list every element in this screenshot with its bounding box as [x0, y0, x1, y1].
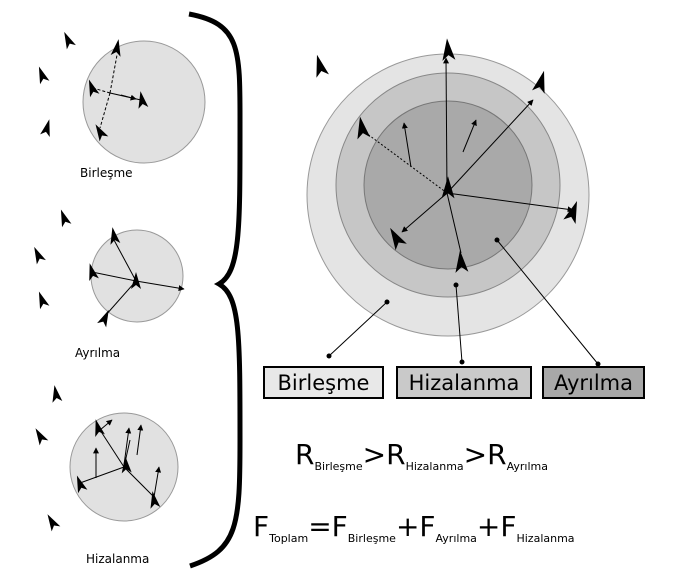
legend-separation: Ayrılma — [542, 366, 645, 399]
cohesion-panel — [34, 29, 206, 164]
separation-panel — [29, 207, 185, 328]
boid-icon — [310, 53, 329, 78]
separation-label: Ayrılma — [75, 346, 121, 360]
boid-icon — [29, 244, 46, 265]
boid-icon — [31, 425, 49, 446]
cohesion-label: Birleşme — [80, 166, 133, 180]
legend-cohesion: Birleşme — [263, 366, 384, 399]
legend-alignment: Hizalanma — [396, 366, 532, 399]
boid-icon — [34, 289, 50, 310]
boid-icon — [43, 511, 61, 532]
boid-icon — [34, 64, 50, 85]
boid-icon — [56, 207, 72, 228]
boid-icon — [40, 118, 55, 138]
boid-icon — [49, 384, 63, 403]
zones-diagram — [306, 37, 601, 367]
boid-icon — [59, 29, 76, 50]
alignment-panel — [31, 384, 179, 532]
alignment-label: Hizalanma — [86, 552, 150, 566]
radius-inequality: RBirleşme>RHizalanma>RAyrılma — [295, 438, 548, 473]
total-force-equation: FToplam=FBirleşme+FAyrılma+FHizalanma — [253, 510, 575, 545]
curly-brace — [188, 11, 243, 569]
